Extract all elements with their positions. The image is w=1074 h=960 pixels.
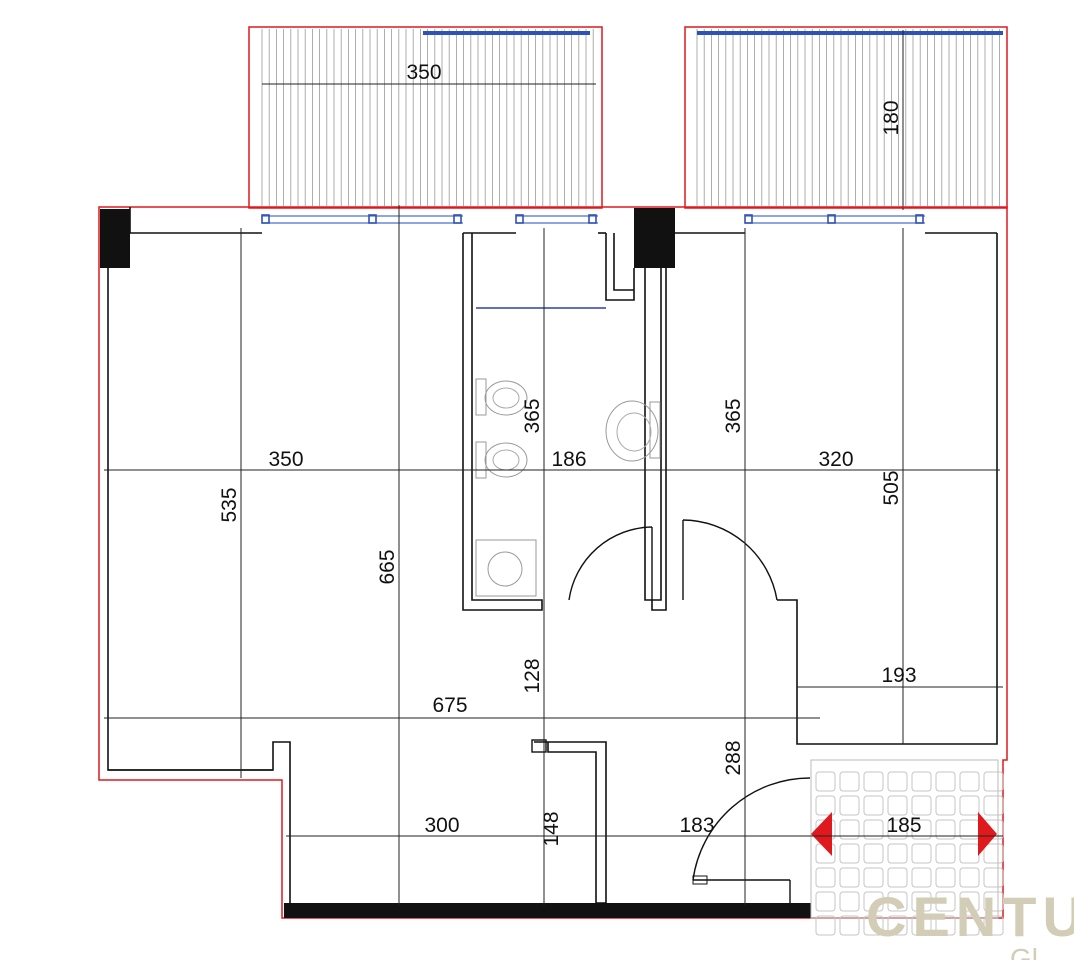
dim-living-length: 665 [376,549,399,584]
watermark-subtitle: Gl [1010,943,1038,960]
bidet [475,441,528,479]
dimension-labels: 350 180 350 535 665 365 186 365 320 505 … [218,61,922,847]
arrow-right [978,812,997,856]
dim-balcony-right-depth: 180 [880,100,903,135]
apartment-outline [98,206,1008,919]
dim-room-left-length: 535 [218,487,241,522]
stair-landing [810,759,1004,936]
dim-hall-depth: 128 [521,658,544,693]
exterior-wall [107,232,291,905]
dim-balcony-left-width: 350 [406,61,441,84]
dim-kitchen-depth: 148 [540,811,563,846]
dim-corridor-length: 288 [722,740,745,775]
kitchen-wall [534,741,607,904]
south-wall-solid [284,903,811,918]
balcony-left [248,26,603,209]
dim-room-right-width: 320 [818,448,853,471]
dim-room-right-total: 505 [880,470,903,505]
sink [605,400,661,462]
dimension-lines [104,205,1003,905]
watermark-brand: CENTU [866,885,1074,948]
dim-living-width: 675 [432,694,467,717]
dim-room-right-length: 365 [722,398,745,433]
column-left [100,209,130,268]
bathroom [462,233,667,611]
column-center [634,208,675,268]
door-bath [568,526,653,601]
dim-entry-width: 183 [679,814,714,837]
dim-closet-width: 193 [881,664,916,687]
door-bedroom [682,519,778,601]
balcony-right-decking [696,29,1000,206]
balcony-left-decking [261,29,594,206]
window-bath [515,214,598,224]
dim-room-left-width: 350 [268,448,303,471]
window-left [261,214,463,224]
arrow-left [811,812,832,856]
dim-bath-length: 365 [521,398,544,433]
toilet [475,378,528,416]
dim-kitchen-width: 300 [424,814,459,837]
washing-machine [475,539,537,597]
dim-stair-width: 185 [886,814,921,837]
dim-bath-width: 186 [551,448,586,471]
door-entry [692,777,811,885]
landing-tiles [815,771,1004,936]
balcony-right [684,26,1008,210]
window-right [744,214,925,224]
